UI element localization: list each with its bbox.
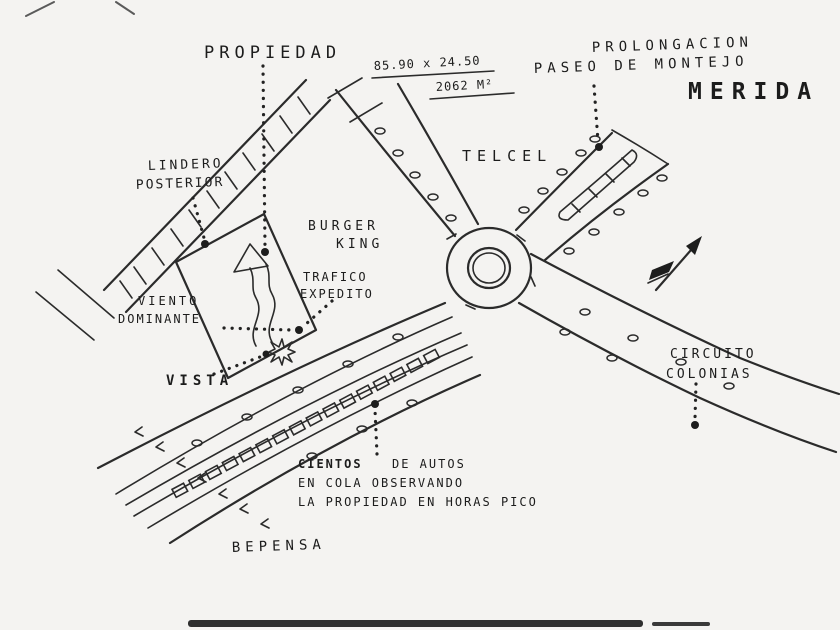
leader-propiedad [261,64,267,248]
leader-vista-dot [262,350,270,358]
label-burger-line2: KING [336,237,383,252]
circuito-edge-lower [517,301,838,454]
leader-viento [222,326,294,332]
north-road-edge-left [334,88,457,238]
leader-trafico [304,299,334,326]
label-trafico-line2: EXPEDITO [300,287,374,301]
left-cross-street [35,269,115,341]
roundabout [445,226,536,310]
bottom-photo-streak [188,620,643,627]
montejo-edge-lower [543,162,670,262]
car-marks-avenue-north [191,333,404,447]
label-prolongacion-line2: PASEO DE MONTEJO [534,54,749,77]
label-lindero-line2: POSTERIOR [136,175,225,193]
north-road [327,77,480,238]
leader-prolongacion-dot [595,143,603,151]
north-road-edge-right [396,82,480,226]
wind-arrow-shaft-left [249,267,260,347]
wind-arrow-head [233,243,269,273]
leader-cientos [373,408,379,456]
label-circuito-line2: COLONIAS [666,367,753,382]
dimensions-underline-1 [371,70,495,79]
wind-arrow-shaft-right [265,263,276,343]
circuito-edge-upper [529,252,840,396]
montejo-road [514,129,670,262]
label-telcel: TELCEL [462,147,552,165]
label-trafico-line1: TRAFICO [303,270,368,284]
car-marks-avenue-south [306,399,418,460]
rear-street-edge-upper [102,78,308,292]
label-lindero-line1: LINDERO [148,156,224,174]
label-dimensions-line2: 2062 M² [435,77,493,94]
leader-propiedad-dot [261,248,269,256]
label-viento-line2: DOMINANTE [118,312,201,326]
label-prolongacion-line1: PROLONGACION [592,34,754,56]
leader-lindero-dot [201,240,209,248]
bottom-photo-streak-small [652,622,710,626]
car-marks-montejo [518,135,668,255]
leader-circuito-dot [691,421,699,429]
label-cientos-line2: EN COLA OBSERVANDO [298,476,464,490]
label-propiedad: PROPIEDAD [204,43,341,63]
corner-mark-top [115,1,135,15]
car-marks-north [374,127,457,222]
north-arrow-head [686,236,702,255]
label-circuito-line1: CIRCUITO [670,347,757,362]
parcel-outline [174,212,318,380]
property-parcel [174,212,318,380]
avenue-road [96,301,482,545]
leader-lines [191,64,699,456]
circuito-road [517,252,840,454]
rear-street-edge-lower [124,98,332,314]
rear-street [35,78,332,341]
corner-mark-top-left [25,1,55,17]
roundabout-inner-circle [466,246,512,290]
north-arrow-base-tick [647,273,669,284]
north-road-cross-ticks [327,77,383,123]
bepensa-side-chevrons [134,426,270,529]
label-dimensions-line1: 85.90 x 24.50 [373,53,481,73]
montejo-median-ticks [571,157,631,213]
leader-prolongacion [592,84,600,143]
leader-circuito [693,382,698,421]
label-cientos-line1-rest: DE AUTOS [392,457,466,471]
car-marks-circuito [559,308,735,390]
leader-viento-trafico-dot [295,326,303,334]
vista-star-icon [268,338,296,366]
avenue-edge-north-inner [115,316,453,495]
car-queue-marks [170,348,441,499]
avenue-edge-south-outer [168,373,482,545]
label-cientos-line3: LA PROPIEDAD EN HORAS PICO [298,495,538,509]
labels: PROPIEDAD 85.90 x 24.50 2062 M² PROLONGA… [118,34,819,556]
leader-lindero [191,196,206,240]
north-arrow-icon [647,236,702,292]
avenue-edge-north-outer [96,301,447,470]
montejo-end-cap [611,129,669,165]
roundabout-outer-circle [445,226,533,310]
wind-arrow-icon [233,243,276,347]
rear-street-hatch-ticks [119,96,311,299]
leader-cientos-dot [371,400,379,408]
label-cientos-line1-bold: CIENTOS [298,457,363,471]
label-vista: VISTA [166,373,233,389]
label-merida: MERIDA [688,79,819,105]
label-viento-line1: VIENTO [138,294,199,308]
label-burger-line1: BURGER [308,219,379,234]
avenue-median-top [125,332,462,506]
north-arrow-flag [649,261,674,280]
montejo-median-island [558,149,638,221]
avenue-median-bottom [133,344,468,517]
photo-artifacts [25,1,710,627]
roundabout-center-circle [472,252,506,284]
avenue-edge-south-inner [147,356,473,529]
label-bepensa: BEPENSA [232,537,327,556]
leader-vista [212,355,262,376]
roundabout-traffic-ticks [446,233,536,310]
dimensions-underline-2 [429,92,515,100]
